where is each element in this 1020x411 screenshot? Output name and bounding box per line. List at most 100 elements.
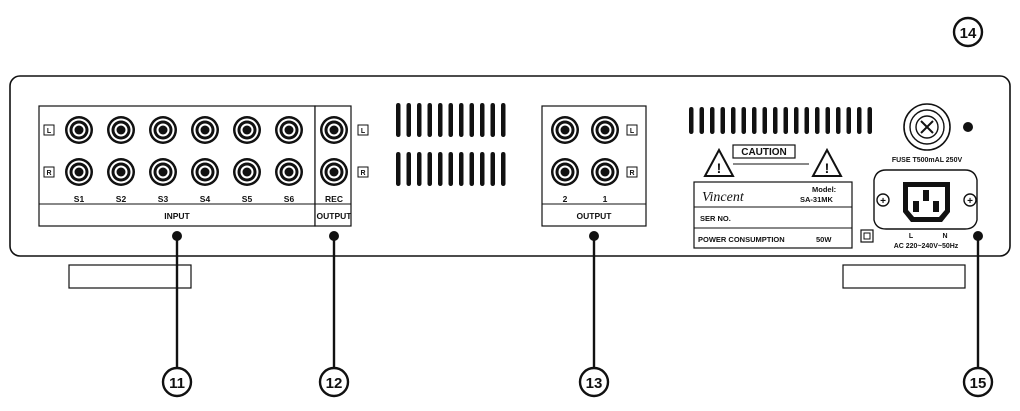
ac-power-inlet[interactable]: + +	[873, 169, 978, 230]
output-left-mark: L	[630, 128, 635, 135]
output-1-right-jack[interactable]	[591, 158, 619, 186]
left-foot	[68, 264, 192, 289]
rec-right-jack[interactable]	[320, 158, 348, 186]
vent-slot	[396, 152, 401, 186]
ac-live-label: L	[909, 233, 914, 240]
vent-slot	[406, 152, 411, 186]
input-channel-label: S2	[116, 194, 127, 204]
fuse-holder[interactable]	[903, 103, 951, 151]
output-right-mark: R	[629, 170, 634, 177]
input-s6-left-jack[interactable]	[275, 116, 303, 144]
svg-text:+: +	[880, 196, 886, 207]
vent-slot	[794, 107, 799, 134]
vent-slot	[720, 107, 725, 134]
svg-text:+: +	[967, 196, 973, 207]
vent-slot	[825, 107, 830, 134]
svg-text:13: 13	[586, 375, 603, 392]
input-channel-label: S1	[74, 194, 85, 204]
vent-slot	[773, 107, 778, 134]
vent-slot	[867, 107, 872, 134]
vent-slot	[396, 103, 401, 137]
vent-slot	[501, 103, 506, 137]
input-s1-right-jack[interactable]	[65, 158, 93, 186]
vent-slot	[490, 152, 495, 186]
vent-slot	[741, 107, 746, 134]
callout-15: 15	[962, 366, 994, 398]
input-channel-label: S6	[284, 194, 295, 204]
vent-slot	[699, 107, 704, 134]
vent-slot	[427, 103, 432, 137]
label-plate: Vincent Model: SA-31MK SER NO. POWER CON…	[693, 181, 853, 249]
vent-slot	[438, 103, 443, 137]
rec-group-label: OUTPUT	[317, 211, 353, 221]
input-s5-right-jack[interactable]	[233, 158, 261, 186]
callout-leaders	[175, 236, 980, 368]
input-s2-right-jack[interactable]	[107, 158, 135, 186]
input-s1-left-jack[interactable]	[65, 116, 93, 144]
svg-text:11: 11	[169, 375, 185, 392]
callout-14: 14	[952, 16, 984, 48]
input-s2-left-jack[interactable]	[107, 116, 135, 144]
vent-slot	[846, 107, 851, 134]
ac-rating-label: AC 220~240V~50Hz	[894, 243, 959, 250]
vent-slot	[815, 107, 820, 134]
vent-slot	[689, 107, 694, 134]
vent-slot	[857, 107, 862, 134]
input-group-label: INPUT	[164, 211, 190, 221]
input-s6-right-jack[interactable]	[275, 158, 303, 186]
vent-slot	[406, 103, 411, 137]
callout-11: 11	[161, 366, 193, 398]
input-right-mark: R	[46, 170, 51, 177]
model-number: SA-31MK	[800, 195, 834, 204]
input-left-mark: L	[47, 128, 52, 135]
vent-slot	[490, 103, 495, 137]
input-channel-label: S3	[158, 194, 169, 204]
serial-number-label: SER NO.	[700, 214, 731, 223]
input-s5-left-jack[interactable]	[233, 116, 261, 144]
input-s4-right-jack[interactable]	[191, 158, 219, 186]
vent-slot	[804, 107, 809, 134]
brand-logo: Vincent	[702, 190, 745, 205]
vent-slot	[731, 107, 736, 134]
callout-12: 12	[318, 366, 350, 398]
vent-slot	[469, 152, 474, 186]
vent-slot	[762, 107, 767, 134]
vent-slot	[459, 152, 464, 186]
input-channel-label: S4	[200, 194, 211, 204]
vent-slot	[448, 103, 453, 137]
callout-13: 13	[578, 366, 610, 398]
rec-left-jack[interactable]	[320, 116, 348, 144]
model-caption: Model:	[812, 185, 836, 194]
output-group-label: OUTPUT	[577, 211, 613, 221]
vent-slot	[417, 103, 422, 137]
fuse-rating-label: FUSE T500mAL 250V	[892, 157, 963, 164]
output-2-right-jack[interactable]	[551, 158, 579, 186]
svg-text:12: 12	[326, 375, 343, 392]
svg-text:14: 14	[960, 25, 977, 42]
input-s4-left-jack[interactable]	[191, 116, 219, 144]
power-consumption-value: 50W	[816, 235, 832, 244]
vent-slot	[783, 107, 788, 134]
caution-label: CAUTION	[741, 147, 787, 158]
output-channel-1-label: 1	[603, 194, 608, 204]
output-2-left-jack[interactable]	[551, 116, 579, 144]
vent-slot	[417, 152, 422, 186]
vent-slot	[752, 107, 757, 134]
output-1-left-jack[interactable]	[591, 116, 619, 144]
vent-slot	[459, 103, 464, 137]
vent-slot	[836, 107, 841, 134]
input-s3-right-jack[interactable]	[149, 158, 177, 186]
left-vent-grille	[396, 103, 506, 186]
vent-slot	[710, 107, 715, 134]
rec-left-mark: L	[361, 128, 366, 135]
input-s3-left-jack[interactable]	[149, 116, 177, 144]
right-vent-grille	[689, 107, 872, 134]
power-consumption-label: POWER CONSUMPTION	[698, 235, 785, 244]
vent-slot	[501, 152, 506, 186]
svg-text:!: !	[717, 160, 722, 176]
warning-triangle-icon	[703, 147, 735, 177]
svg-text:!: !	[825, 160, 830, 176]
